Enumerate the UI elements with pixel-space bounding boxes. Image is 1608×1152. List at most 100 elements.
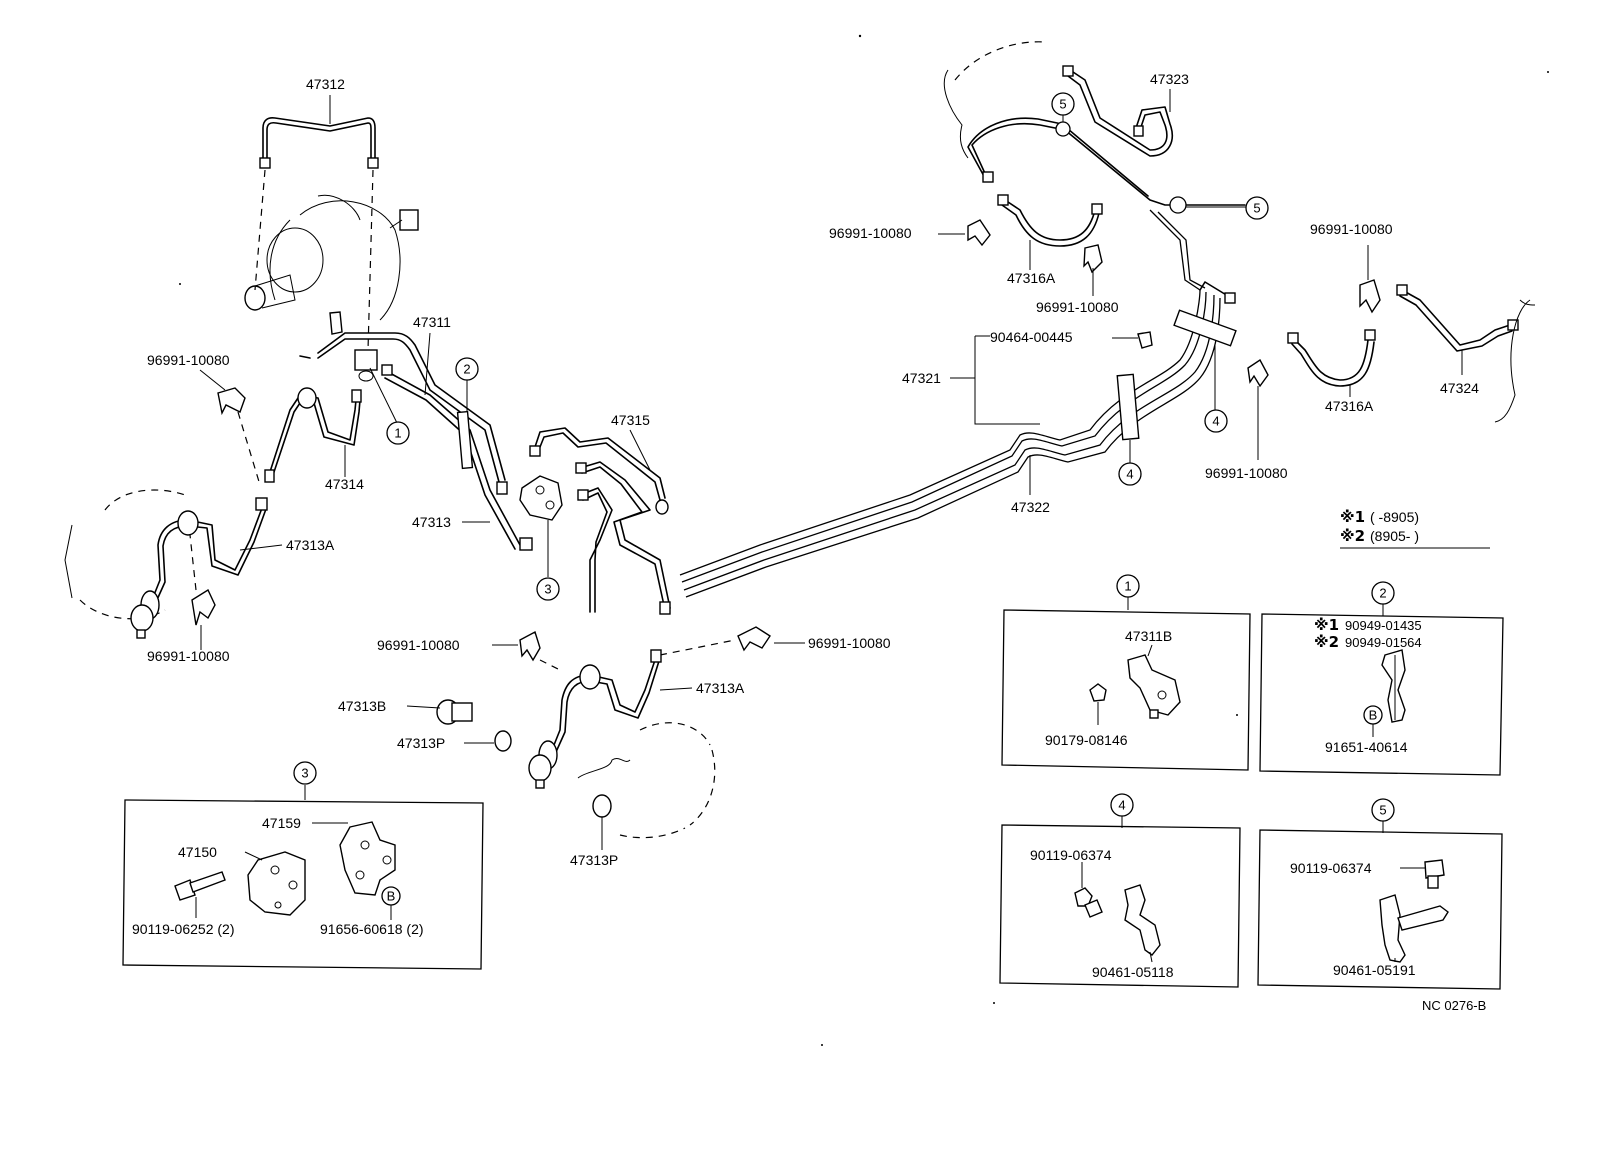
clip-left-lower — [189, 534, 216, 650]
callout-4-right — [1204, 409, 1228, 433]
label-47316A-left: 47316A — [1007, 270, 1056, 286]
pipe-47313 — [381, 364, 533, 551]
label-90464-00445: 90464-00445 — [990, 329, 1073, 345]
detail-box-2-mark1: ※1 — [1314, 616, 1339, 634]
hose-47316A-right — [1287, 329, 1376, 397]
scan-specks — [179, 34, 1549, 1046]
bolt-47313B — [406, 699, 473, 725]
clip-center-right — [659, 626, 805, 656]
left-brake-assembly — [64, 489, 268, 639]
pipe-47315 — [529, 427, 671, 615]
svg-text:4: 4 — [1212, 414, 1219, 429]
label-91656-60618: 91656-60618 (2) — [320, 921, 424, 937]
label-47313B: 47313B — [338, 698, 386, 714]
label-47159: 47159 — [262, 815, 301, 831]
label-47313A-left: 47313A — [286, 537, 335, 553]
right-rear-upper — [943, 41, 1246, 214]
detail-box-5-number — [1371, 798, 1395, 822]
label-47314: 47314 — [325, 476, 364, 492]
detail-box-2-number — [1371, 581, 1395, 605]
label-91651-40614: 91651-40614 — [1325, 739, 1408, 755]
detail-box-2: 2 B — [1259, 581, 1504, 776]
svg-text:4: 4 — [1118, 798, 1125, 813]
label-47323: 47323 — [1150, 71, 1189, 87]
label-47324: 47324 — [1440, 380, 1479, 396]
label-90179-08146: 90179-08146 — [1045, 732, 1128, 748]
pipe-47312 — [254, 117, 379, 351]
svg-text:2: 2 — [1379, 586, 1386, 601]
label-90949-01435: 90949-01435 — [1345, 618, 1422, 633]
svg-text:3: 3 — [544, 582, 551, 597]
clamp-4-center — [1116, 373, 1140, 463]
label-90949-01564: 90949-01564 — [1345, 635, 1422, 650]
legend-row1-range: ( -8905) — [1370, 509, 1419, 525]
legend-row1-mark: ※1 — [1340, 508, 1365, 526]
callout-3 — [536, 577, 560, 601]
legend: ※1 ( -8905) ※2 (8905- ) — [1340, 508, 1490, 549]
label-90461-05191: 90461-05191 — [1333, 962, 1416, 978]
label-47322: 47322 — [1011, 499, 1050, 515]
pipe-47311 — [299, 332, 508, 495]
clip-left-upper — [199, 369, 261, 486]
label-47311: 47311 — [413, 314, 451, 330]
callout-5-upper — [1051, 92, 1075, 116]
label-47313: 47313 — [412, 514, 451, 530]
label-47321: 47321 — [902, 370, 941, 386]
svg-text:1: 1 — [394, 426, 401, 441]
clip-right-top-left — [938, 219, 991, 247]
label-clip-left-upper: 96991-10080 — [147, 352, 230, 368]
label-47150: 47150 — [178, 844, 217, 860]
hose-47316A-left — [997, 194, 1103, 270]
master-cylinder-assembly — [244, 194, 419, 382]
detail-box-5: 5 — [1257, 798, 1503, 990]
label-47315: 47315 — [611, 412, 650, 428]
detail-box-4-number — [1110, 793, 1134, 817]
svg-text:3: 3 — [301, 766, 308, 781]
callout-1 — [386, 421, 410, 445]
legend-row2-mark: ※2 — [1340, 527, 1365, 545]
legend-row2-range: (8905- ) — [1370, 528, 1419, 544]
callout-5-right — [1245, 196, 1269, 220]
pipe-47324 — [1396, 284, 1536, 423]
svg-text:1: 1 — [1124, 579, 1131, 594]
detail-box-4: 4 — [999, 793, 1241, 988]
washer-47313P — [464, 730, 512, 752]
svg-text:2: 2 — [463, 362, 470, 377]
label-clip-right-top-right: 96991-10080 — [1310, 221, 1393, 237]
clip-right-mid — [1247, 358, 1269, 460]
pipe-47314 — [264, 387, 362, 483]
detail-box-1-number — [1116, 574, 1140, 598]
label-47316A-right: 47316A — [1325, 398, 1374, 414]
detail-box-2-badge: B — [1369, 708, 1378, 723]
svg-text:5: 5 — [1253, 201, 1260, 216]
proportioning-valve — [519, 475, 563, 577]
label-clip-right-mid: 96991-10080 — [1205, 465, 1288, 481]
label-47313P-lower: 47313P — [570, 852, 618, 868]
label-90119-06374-box5: 90119-06374 — [1290, 860, 1372, 876]
label-47313P-center: 47313P — [397, 735, 445, 751]
clip-right-top-right — [1359, 245, 1381, 314]
label-clip-center-left: 96991-10080 — [377, 637, 460, 653]
label-clip-right-top-mid: 96991-10080 — [1036, 299, 1119, 315]
center-brake-assembly — [528, 649, 716, 839]
figure-code: NC 0276-B — [1422, 998, 1486, 1013]
detail-box-1: 1 — [1001, 574, 1251, 771]
svg-text:5: 5 — [1059, 97, 1066, 112]
clip-right-top-mid — [1083, 244, 1103, 296]
label-90119-06374-box4: 90119-06374 — [1030, 847, 1112, 863]
callout-2 — [455, 357, 479, 381]
label-47311B: 47311B — [1125, 628, 1172, 644]
detail-box-3: 3 B — [122, 761, 484, 970]
label-47313A-center: 47313A — [696, 680, 745, 696]
label-47312: 47312 — [306, 76, 345, 92]
clip-center-left — [492, 630, 561, 671]
detail-box-3-number — [293, 761, 317, 785]
clamp-4-right — [1173, 309, 1237, 410]
detail-box-3-badge: B — [387, 889, 396, 904]
main-rear-pipes — [679, 209, 1236, 598]
clamp-2-on-pipe — [456, 380, 474, 470]
label-90461-05118: 90461-05118 — [1092, 964, 1174, 980]
label-clip-center-right: 96991-10080 — [808, 635, 891, 651]
label-clip-right-top-left: 96991-10080 — [829, 225, 912, 241]
